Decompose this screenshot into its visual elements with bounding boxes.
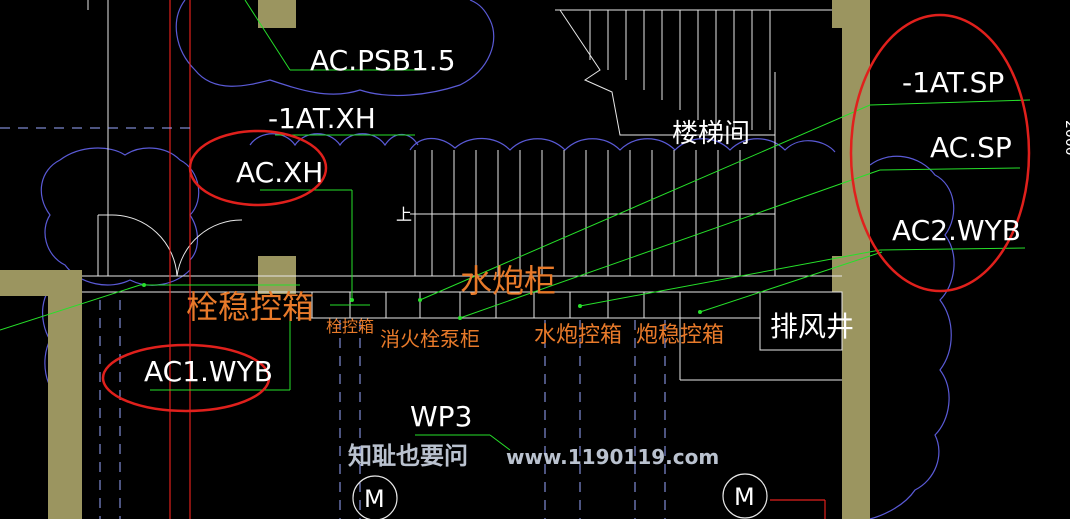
cloud-stairs	[409, 137, 836, 153]
door-swing-2	[176, 219, 243, 277]
walls	[0, 0, 870, 519]
stair-break-line	[559, 9, 775, 136]
label-cannon-stab-box: 炮稳控箱	[636, 323, 724, 348]
cloud-mid-arcs	[249, 133, 419, 147]
watermark-name: 知耻也要问	[348, 442, 468, 470]
label-surge-ctrl-box: 栓稳控箱	[186, 288, 314, 326]
highlight-ac-xh	[188, 129, 328, 207]
label-ac-psb15: AC.PSB1.5	[310, 44, 456, 77]
label-at-sp: -1AT.SP	[902, 66, 1004, 99]
green-leaders	[0, 0, 1031, 451]
label-ac-xh: AC.XH	[236, 156, 323, 189]
dashed-lines	[0, 127, 666, 519]
label-wp3: WP3	[410, 400, 472, 433]
label-side-digits: 2000	[1062, 120, 1070, 156]
exhaust-shaft-box	[759, 291, 843, 351]
label-hydrant-ctrl-box: 栓控箱	[326, 317, 374, 336]
label-hydrant-pump-cabinet: 消火栓泵柜	[380, 327, 480, 351]
cabinet-boxes	[311, 292, 681, 318]
cloud-top	[175, 0, 495, 97]
label-stair-room: 楼梯间	[672, 119, 750, 149]
wall-left-vertical	[48, 270, 82, 519]
label-at-xh: -1AT.XH	[268, 102, 376, 135]
door-swing-1	[111, 214, 178, 277]
watermark-url: www.1190119.com	[506, 445, 719, 469]
red-lines	[169, 0, 826, 519]
label-water-cannon-cabinet: 水炮柜	[460, 262, 556, 300]
highlight-circles	[101, 13, 1031, 413]
wall-right-vertical	[842, 0, 870, 519]
label-stair-up: 上	[396, 205, 412, 224]
motor-circle-1	[352, 475, 398, 519]
motor-circle-2	[722, 473, 768, 519]
highlight-ac1-wyb	[101, 343, 271, 413]
label-motor-1: M	[364, 485, 385, 513]
label-ac2-wyb: AC2.WYB	[892, 214, 1021, 247]
wall-mid-column	[258, 256, 296, 294]
label-exhaust-shaft: 排风井	[770, 310, 854, 343]
cloud-right	[869, 155, 955, 519]
wall-top-column	[258, 0, 296, 28]
wall-right-notch	[832, 256, 844, 292]
wall-right-top	[832, 0, 842, 28]
motor-symbols	[352, 473, 768, 519]
building-lines	[82, 0, 843, 381]
stair-treads	[431, 10, 771, 276]
label-cannon-ctrl-box: 水炮控箱	[534, 323, 622, 348]
label-ac-sp: AC.SP	[930, 131, 1012, 164]
highlight-right-group	[849, 13, 1031, 293]
label-motor-2: M	[734, 483, 755, 511]
revision-clouds	[40, 0, 955, 519]
label-ac1-wyb: AC1.WYB	[144, 355, 273, 388]
leader-dots	[142, 283, 702, 320]
